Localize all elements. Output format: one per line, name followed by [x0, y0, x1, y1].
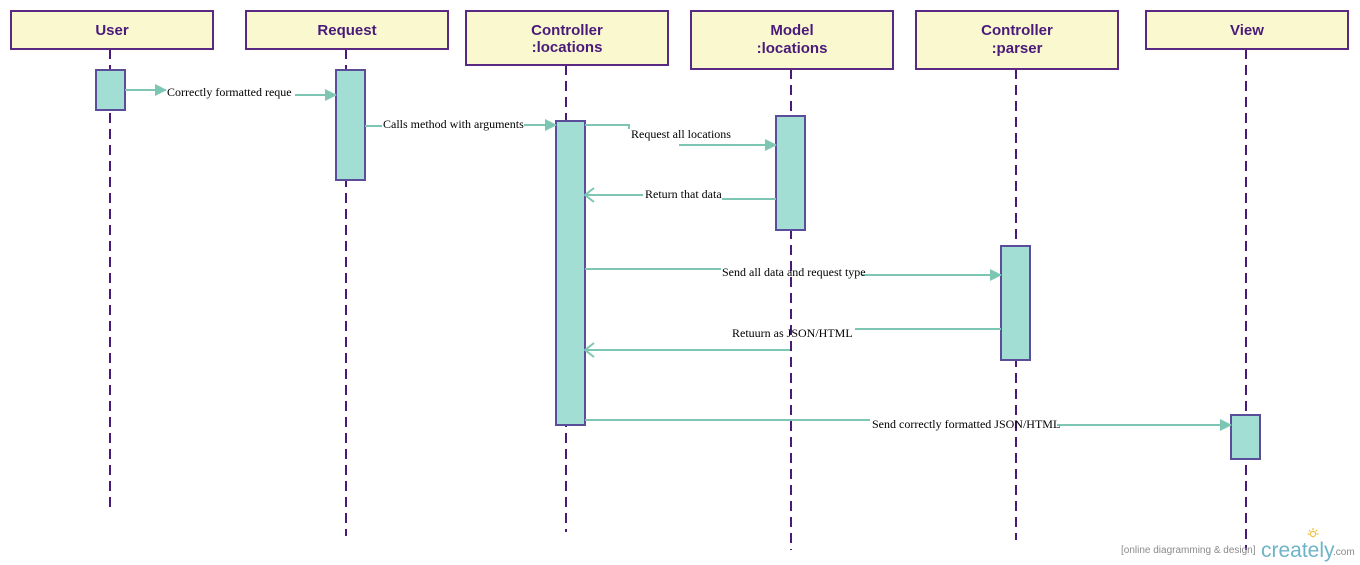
lifeline-header-controller-parser[interactable]: Controller :parser	[915, 10, 1119, 70]
lifeline-header-box	[915, 10, 1119, 70]
open-arrowhead	[583, 187, 595, 203]
message-3[interactable]: Request all locations	[585, 124, 777, 151]
message-label: Send all data and request type	[722, 265, 866, 279]
watermark-suffix: .com	[1333, 547, 1355, 558]
lifeline-header-request[interactable]: Request	[245, 10, 449, 50]
lifeline-header-model-locations[interactable]: Model :locations	[690, 10, 894, 70]
watermark-brand: creately	[1261, 539, 1335, 562]
lifeline-subtitle: :locations	[532, 39, 603, 56]
message-arrow	[585, 124, 630, 129]
lifeline-subtitle: :parser	[992, 40, 1043, 57]
lifeline-title: Controller	[981, 22, 1053, 39]
lifeline-title: View	[1230, 22, 1264, 39]
lifeline-header-box	[690, 10, 894, 70]
message-4[interactable]: Return that data	[583, 187, 776, 203]
message-label: Calls method with arguments	[383, 117, 524, 131]
message-6[interactable]: Retuurn as JSON/HTML	[583, 326, 1001, 358]
lifeline-header-box	[245, 10, 449, 50]
creately-watermark[interactable]: [online diagramming & design] creately .…	[1121, 528, 1355, 562]
activation-bar-model-locations[interactable]	[775, 115, 806, 231]
activation-bar-controller-parser[interactable]	[1000, 245, 1031, 361]
message-label: Correctly formatted reque	[167, 85, 292, 99]
lifeline-title: User	[95, 22, 129, 39]
lifeline-headers: User Request Controller :locations Model…	[10, 10, 1349, 70]
activation-bars	[95, 69, 1261, 460]
activation-bar-user[interactable]	[95, 69, 126, 111]
message-1[interactable]: Correctly formatted reque	[125, 84, 337, 101]
message-7[interactable]: Send correctly formatted JSON/HTML	[585, 417, 1232, 431]
activation-bar-controller-locations[interactable]	[555, 120, 586, 426]
lifeline-header-controller-locations[interactable]: Controller :locations	[465, 10, 669, 66]
lifeline-header-user[interactable]: User	[10, 10, 214, 50]
open-arrowhead	[583, 342, 595, 358]
lifeline-header-box	[465, 10, 669, 66]
lifeline-header-box	[1145, 10, 1349, 50]
message-label: Request all locations	[631, 127, 731, 141]
lifeline-header-box	[10, 10, 214, 50]
lifeline-title: Controller	[531, 22, 603, 39]
watermark-tagline: [online diagramming & design]	[1121, 545, 1256, 556]
message-label: Return that data	[645, 187, 722, 201]
message-2[interactable]: Calls method with arguments	[365, 117, 557, 131]
sun-icon	[1307, 528, 1319, 538]
lifeline-title: Request	[317, 22, 376, 39]
lifeline-header-view[interactable]: View	[1145, 10, 1349, 50]
message-label: Retuurn as JSON/HTML	[732, 326, 853, 340]
activation-bar-request[interactable]	[335, 69, 366, 181]
messages: Correctly formatted reque Calls method w…	[125, 84, 1232, 431]
lifeline-lines	[109, 49, 1247, 550]
lifeline-title: Model	[770, 22, 813, 39]
activation-bar-view[interactable]	[1230, 414, 1261, 460]
message-5[interactable]: Send all data and request type	[585, 265, 1002, 281]
message-label: Send correctly formatted JSON/HTML	[872, 417, 1060, 431]
lifeline-subtitle: :locations	[757, 40, 828, 57]
